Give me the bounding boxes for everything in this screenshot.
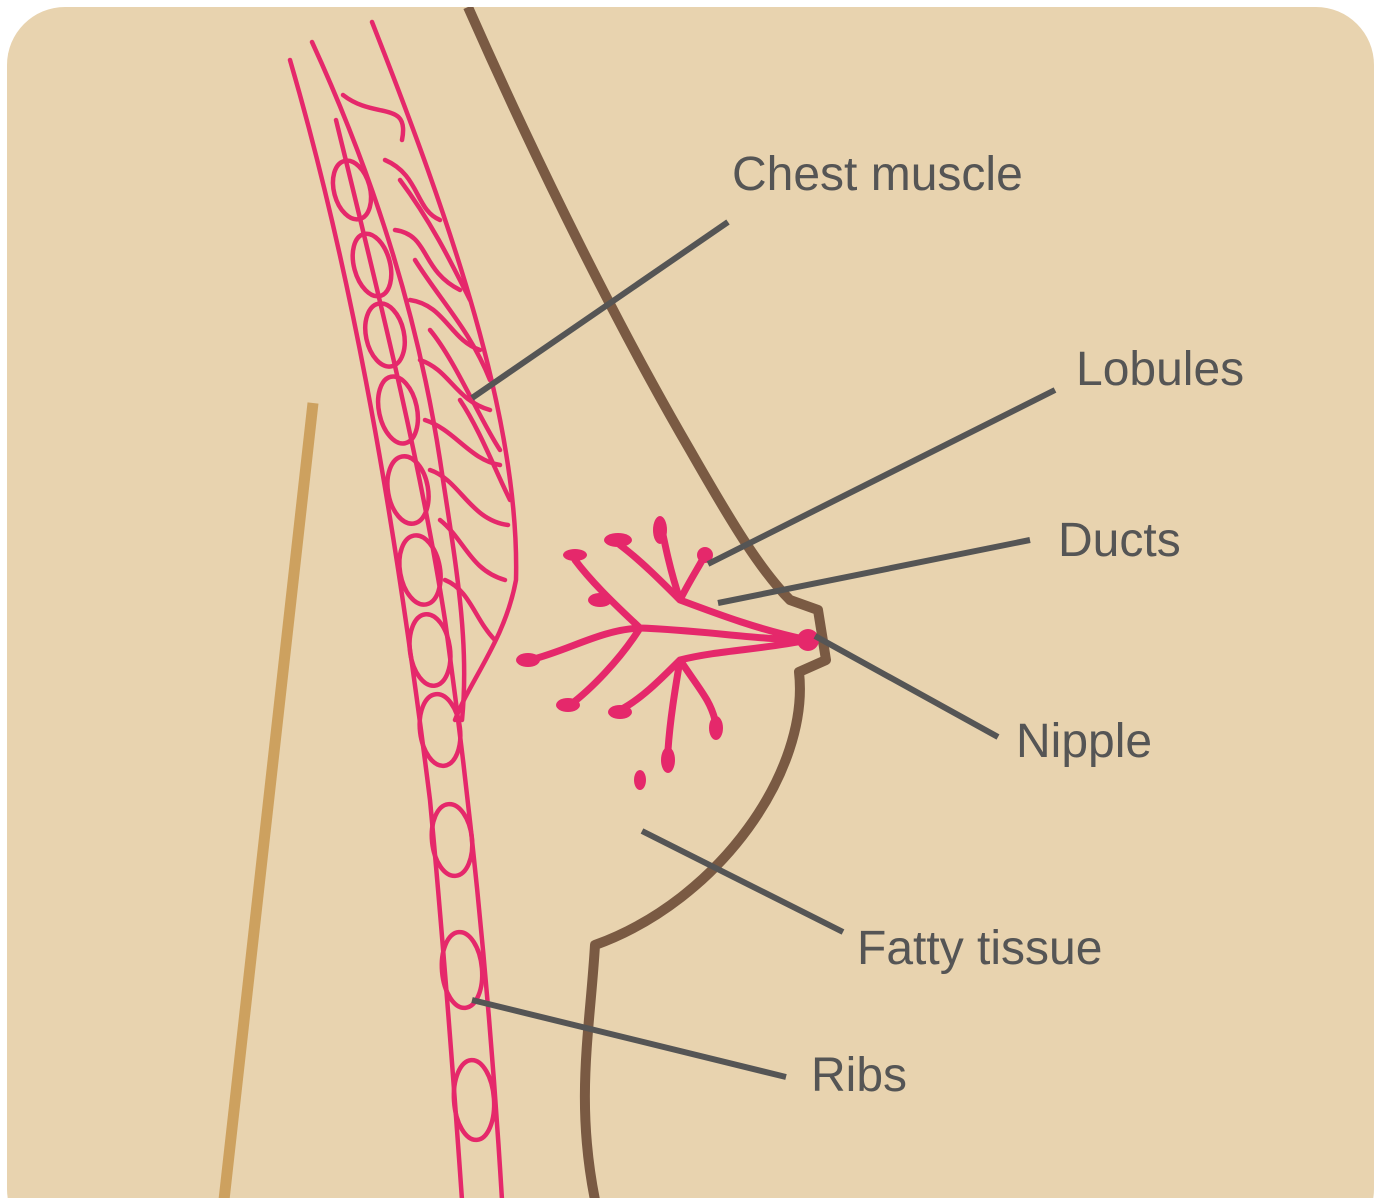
ribs-label: Ribs xyxy=(811,1049,907,1102)
fatty-tissue-label: Fatty tissue xyxy=(857,922,1102,975)
nipple-label: Nipple xyxy=(1016,715,1152,768)
ducts-label: Ducts xyxy=(1058,514,1181,567)
chest-muscle-label: Chest muscle xyxy=(732,148,1023,201)
lobules-label: Lobules xyxy=(1076,343,1244,396)
